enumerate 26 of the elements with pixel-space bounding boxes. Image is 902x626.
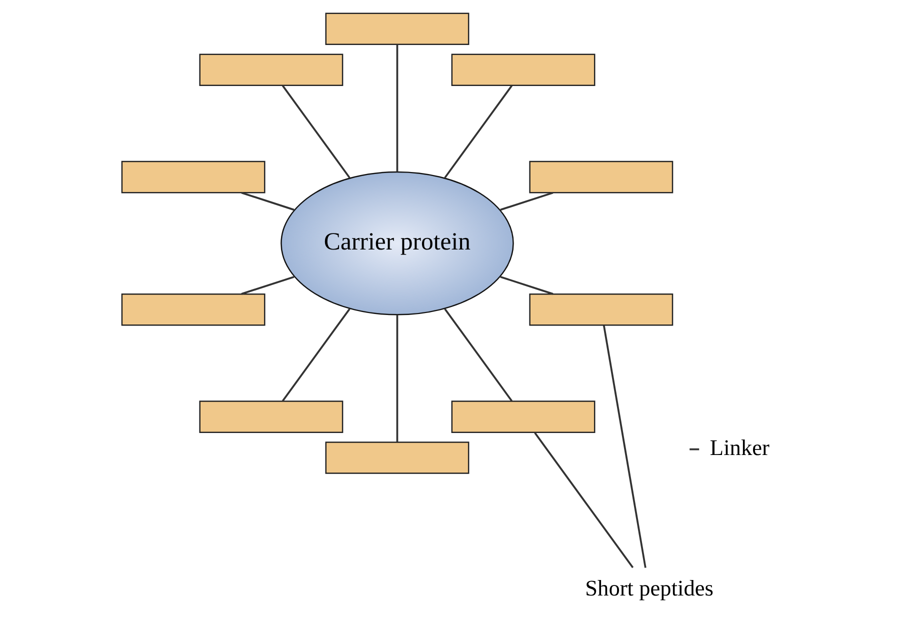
node-text: Linker xyxy=(710,434,770,460)
connector xyxy=(444,308,513,402)
node-box xyxy=(325,442,470,474)
connector xyxy=(534,432,634,568)
connector xyxy=(396,44,398,172)
node-box xyxy=(529,160,674,194)
node-box xyxy=(121,293,266,326)
connector xyxy=(690,448,700,450)
node-box xyxy=(451,54,596,86)
node-box xyxy=(529,293,674,326)
node-box xyxy=(325,12,470,46)
connector xyxy=(602,325,646,568)
connector xyxy=(500,192,554,211)
connector xyxy=(241,192,294,211)
connector xyxy=(444,85,513,178)
node-box xyxy=(199,54,344,86)
node-box xyxy=(199,400,344,433)
node-box xyxy=(121,160,266,194)
node-ellipse: Carrier protein xyxy=(280,171,514,316)
node-box xyxy=(451,400,596,433)
connector xyxy=(241,276,294,295)
connector xyxy=(500,276,554,295)
node-text: Short peptides xyxy=(585,576,714,601)
connector xyxy=(396,314,398,442)
connector xyxy=(282,308,350,402)
connector xyxy=(282,85,350,178)
